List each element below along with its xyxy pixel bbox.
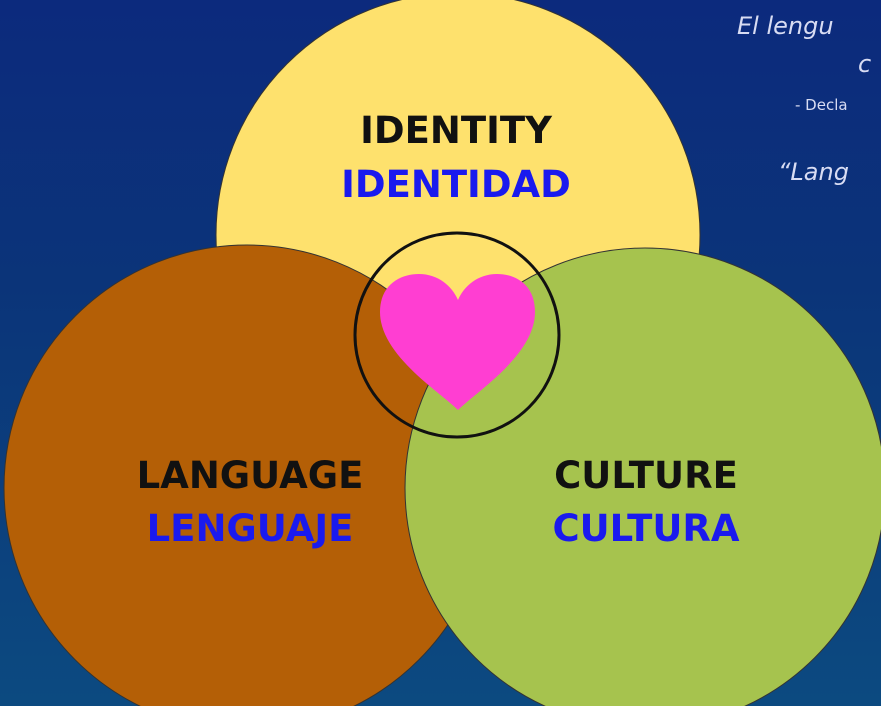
culture-label-es: CULTURA (552, 507, 739, 550)
identity-label-en: IDENTITY (360, 109, 553, 152)
quote-attribution: - Decla (795, 96, 848, 114)
culture-circle (404, 247, 881, 706)
identity-label-es: IDENTIDAD (341, 163, 571, 206)
culture-label-en: CULTURE (554, 454, 738, 497)
language-label-en: LANGUAGE (137, 454, 364, 497)
quote-text-line-1: El lengu (737, 12, 834, 40)
heart-icon (380, 274, 535, 410)
language-label-es: LENGUAJE (147, 507, 354, 550)
second-quote: “Lang (778, 158, 849, 186)
quote-text-line-2: c (858, 50, 872, 78)
center-ring (353, 231, 561, 439)
